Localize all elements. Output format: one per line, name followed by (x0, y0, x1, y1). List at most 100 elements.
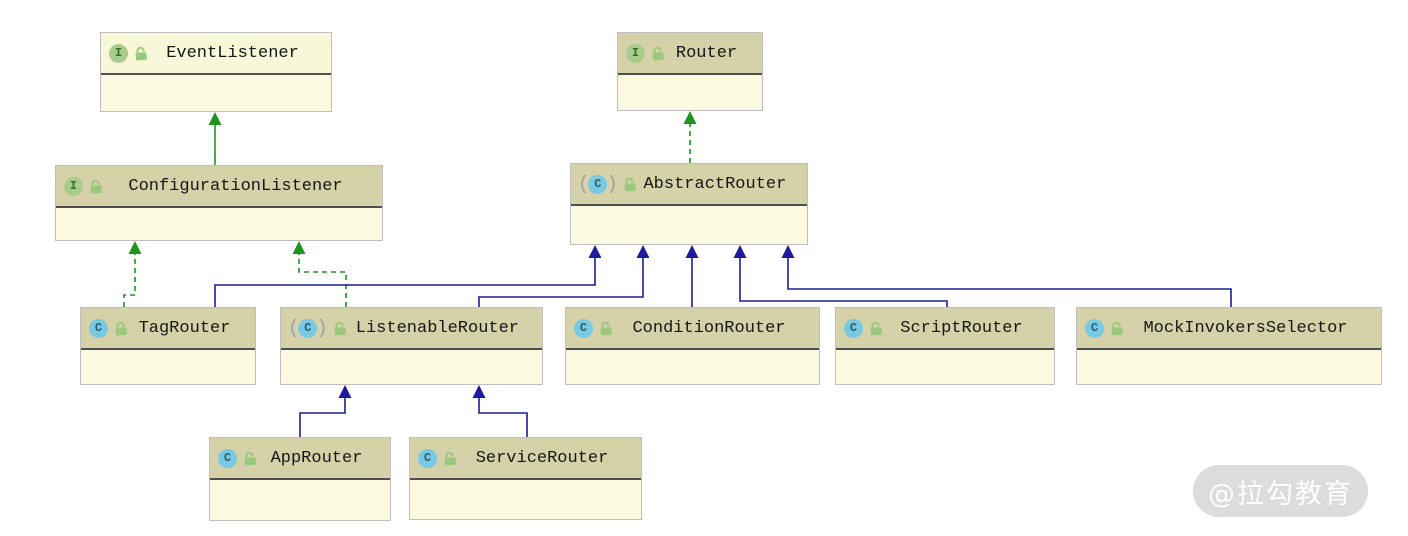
arrowhead-icon (472, 385, 486, 398)
class-icons: I (109, 43, 148, 63)
class-members-section (101, 75, 331, 111)
edge-ScriptRouter-extends-AbstractRouter (733, 245, 948, 307)
class-name-label: ConfigurationListener (128, 176, 343, 196)
class-icons: (C) (288, 316, 347, 339)
abstract-paren-right: ) (316, 316, 328, 339)
edge-ConditionRouter-extends-AbstractRouter (685, 245, 699, 307)
class-icons: C (89, 318, 128, 338)
class-header: C MockInvokersSelector (1077, 308, 1381, 350)
class-icons: C (1085, 318, 1124, 338)
class-box-ConfigurationListener[interactable]: I ConfigurationListener (55, 165, 383, 241)
class-members-section (410, 480, 641, 519)
arrowhead-icon (292, 241, 306, 254)
watermark-badge: @拉勾教育 (1193, 465, 1368, 517)
open-lock-icon (870, 321, 882, 336)
class-members-section (618, 75, 762, 110)
class-header: (C) AbstractRouter (571, 164, 807, 206)
class-icon: C (844, 318, 863, 338)
edge-ListenableRouter-extends-ConfigurationListener (292, 241, 347, 307)
class-header: C ScriptRouter (836, 308, 1054, 350)
class-members-section (571, 206, 807, 244)
arrowhead-icon (208, 112, 222, 125)
class-name-label: ServiceRouter (475, 448, 609, 468)
class-header: I EventListener (101, 33, 331, 75)
open-lock-icon (244, 451, 256, 466)
class-name-label: TagRouter (138, 318, 231, 338)
arrowhead-icon (128, 241, 142, 254)
class-name-label: EventListener (166, 43, 299, 63)
class-name-label: Router (675, 43, 738, 63)
interface-icon: I (109, 43, 128, 63)
open-lock-icon (135, 46, 147, 61)
class-icons: C (418, 448, 457, 468)
class-header: I ConfigurationListener (56, 166, 382, 208)
class-header: C ServiceRouter (410, 438, 641, 480)
open-lock-icon (334, 321, 346, 336)
class-box-TagRouter[interactable]: C TagRouter (80, 307, 256, 385)
class-icon: C (89, 318, 108, 338)
class-name-label: ListenableRouter (355, 318, 520, 338)
class-name-label: AbstractRouter (643, 174, 787, 194)
interface-icon: I (626, 43, 645, 63)
arrowhead-icon (636, 245, 650, 258)
class-icons: C (574, 318, 613, 338)
abstract-paren-left: ( (288, 316, 300, 339)
class-header: I Router (618, 33, 762, 75)
class-members-section (81, 350, 255, 384)
arrowhead-icon (588, 245, 602, 258)
abstract-paren-right: ) (606, 172, 618, 195)
open-lock-icon (444, 451, 456, 466)
class-box-EventListener[interactable]: I EventListener (100, 32, 332, 112)
class-box-ServiceRouter[interactable]: C ServiceRouter (409, 437, 642, 520)
class-icon: C (298, 318, 318, 338)
class-box-Router[interactable]: I Router (617, 32, 763, 111)
class-box-ConditionRouter[interactable]: C ConditionRouter (565, 307, 820, 385)
arrowhead-icon (733, 245, 747, 258)
arrowhead-icon (683, 111, 697, 124)
class-header: C ConditionRouter (566, 308, 819, 350)
class-box-ListenableRouter[interactable]: (C) ListenableRouter (280, 307, 543, 385)
open-lock-icon (652, 46, 664, 61)
class-box-MockInvokersSelector[interactable]: C MockInvokersSelector (1076, 307, 1382, 385)
class-icons: C (218, 448, 257, 468)
class-name-label: ConditionRouter (632, 318, 786, 338)
class-members-section (281, 350, 542, 384)
arrowhead-icon (781, 245, 795, 258)
open-lock-icon (624, 177, 636, 192)
edge-ConfigurationListener-extends-EventListener (208, 112, 222, 165)
edge-TagRouter-extends-AbstractRouter (214, 245, 602, 307)
class-icons: (C) (578, 172, 637, 195)
class-name-label: ScriptRouter (900, 318, 1023, 338)
edge-TagRouter-extends-ConfigurationListener (123, 241, 142, 307)
edge-ServiceRouter-extends-ListenableRouter (472, 385, 528, 437)
class-members-section (566, 350, 819, 384)
class-icon: C (418, 448, 437, 468)
class-box-ScriptRouter[interactable]: C ScriptRouter (835, 307, 1055, 385)
open-lock-icon (115, 321, 127, 336)
class-name-label: MockInvokersSelector (1143, 318, 1348, 338)
class-icon: C (1085, 318, 1104, 338)
class-members-section (1077, 350, 1381, 384)
class-box-AbstractRouter[interactable]: (C) AbstractRouter (570, 163, 808, 245)
class-icon: C (218, 448, 237, 468)
edge-MockInvokersSelector-extends-AbstractRouter (781, 245, 1232, 307)
arrowhead-icon (685, 245, 699, 258)
edge-ListenableRouter-extends-AbstractRouter (478, 245, 650, 307)
class-header: C TagRouter (81, 308, 255, 350)
class-icon: C (574, 318, 593, 338)
interface-icon: I (64, 176, 83, 196)
arrowhead-icon (338, 385, 352, 398)
class-header: (C) ListenableRouter (281, 308, 542, 350)
class-members-section (836, 350, 1054, 384)
open-lock-icon (90, 179, 102, 194)
edge-AppRouter-extends-ListenableRouter (299, 385, 352, 437)
class-icons: I (64, 176, 103, 196)
class-members-section (56, 208, 382, 240)
open-lock-icon (600, 321, 612, 336)
abstract-paren-left: ( (578, 172, 590, 195)
class-icons: C (844, 318, 883, 338)
